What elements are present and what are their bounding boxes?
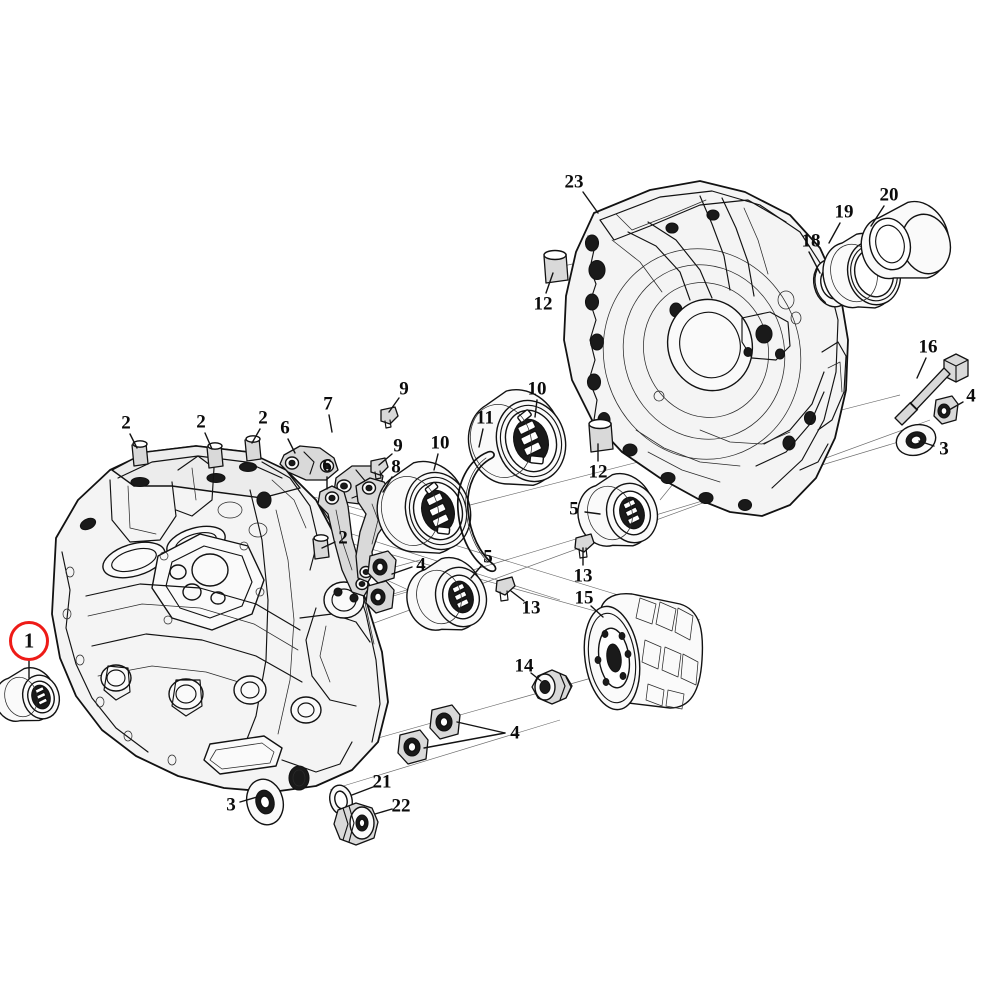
rubber-mount-bushing-4c — [365, 580, 395, 614]
callout-label-21: 21 — [372, 771, 392, 793]
oil-drain-plug-14 — [531, 669, 573, 705]
callout-label-2d: 2 — [338, 527, 348, 549]
callout-label-16: 16 — [918, 336, 938, 358]
callout-label-3a: 3 — [939, 438, 949, 460]
dowel-pin-2c — [244, 435, 262, 462]
callout-label-5b: 5 — [569, 498, 579, 520]
callout-label-9b: 9 — [393, 435, 403, 457]
needle-bearing-5a — [406, 556, 488, 631]
o-ring-washer-3b — [245, 778, 285, 826]
callout-label-7: 7 — [323, 393, 333, 415]
tensioner-screw-9b — [370, 457, 389, 480]
right-crankcase-half — [563, 180, 849, 517]
left-crankcase-half — [51, 445, 389, 793]
rubber-mount-bushing-4a — [933, 395, 959, 425]
callout-label-9a: 9 — [399, 378, 409, 400]
callout-label-8: 8 — [391, 456, 401, 478]
callout-label-4a: 4 — [966, 385, 976, 407]
rubber-mount-bushing-group — [365, 550, 461, 765]
callout-label-22: 22 — [391, 795, 411, 817]
needle-bearing-10a — [467, 389, 567, 487]
retaining-snap-ring-11 — [456, 450, 497, 573]
callout-label-10b: 10 — [430, 432, 450, 454]
sprocket-spacer-20 — [860, 200, 952, 280]
long-hex-bolt-16 — [894, 353, 969, 426]
needle-bearing-10b — [376, 460, 472, 554]
oil-filter-15 — [583, 593, 704, 711]
callout-label-11: 11 — [476, 407, 494, 429]
dowel-pin-2d — [312, 534, 330, 560]
callout-label-6b: 6 — [322, 455, 332, 477]
callout-label-4b: 4 — [416, 554, 426, 576]
highlight-circle — [9, 621, 49, 661]
callout-label-19: 19 — [834, 201, 854, 223]
callout-label-3b: 3 — [226, 794, 236, 816]
dowel-pin-2a — [131, 440, 149, 467]
callout-leader-lines — [129, 191, 964, 815]
needle-bearing-1 — [0, 667, 61, 722]
callout-label-12a: 12 — [533, 293, 553, 315]
alignment-dowel-12a — [543, 249, 569, 284]
needle-bearing-5b — [577, 472, 659, 547]
callout-label-5a: 5 — [483, 546, 493, 568]
tensioner-shoe-6a — [279, 445, 339, 481]
rubber-mount-bushing-4b — [367, 550, 397, 584]
oil-pressure-switch-22 — [333, 802, 379, 846]
callout-label-4c: 4 — [510, 722, 520, 744]
callout-label-18: 18 — [801, 230, 821, 252]
dowel-pin-group — [131, 435, 330, 560]
rubber-mount-bushing-4d — [429, 704, 461, 740]
o-ring-washer-3a — [895, 423, 937, 457]
callout-label-2a: 2 — [121, 412, 131, 434]
hex-screw-13b — [574, 533, 595, 559]
callout-label-2c: 2 — [258, 407, 268, 429]
callout-label-20: 20 — [879, 184, 899, 206]
alignment-dowel-group — [543, 249, 614, 453]
dowel-pin-2b — [206, 442, 224, 469]
callout-label-6a: 6 — [280, 417, 290, 439]
callout-label-13a: 13 — [521, 597, 541, 619]
rubber-mount-bushing-4e — [397, 729, 429, 765]
hex-screw-13a — [495, 576, 516, 602]
callout-label-15: 15 — [574, 587, 594, 609]
alignment-dowel-12b — [588, 418, 614, 453]
callout-label-14: 14 — [514, 655, 534, 677]
highlight-number-1: 1 — [23, 628, 35, 653]
callout-label-12b: 12 — [588, 461, 608, 483]
callout-label-2b: 2 — [196, 411, 206, 433]
callout-label-23: 23 — [564, 171, 584, 193]
callout-label-13b: 13 — [573, 565, 593, 587]
callout-label-10a: 10 — [527, 378, 547, 400]
